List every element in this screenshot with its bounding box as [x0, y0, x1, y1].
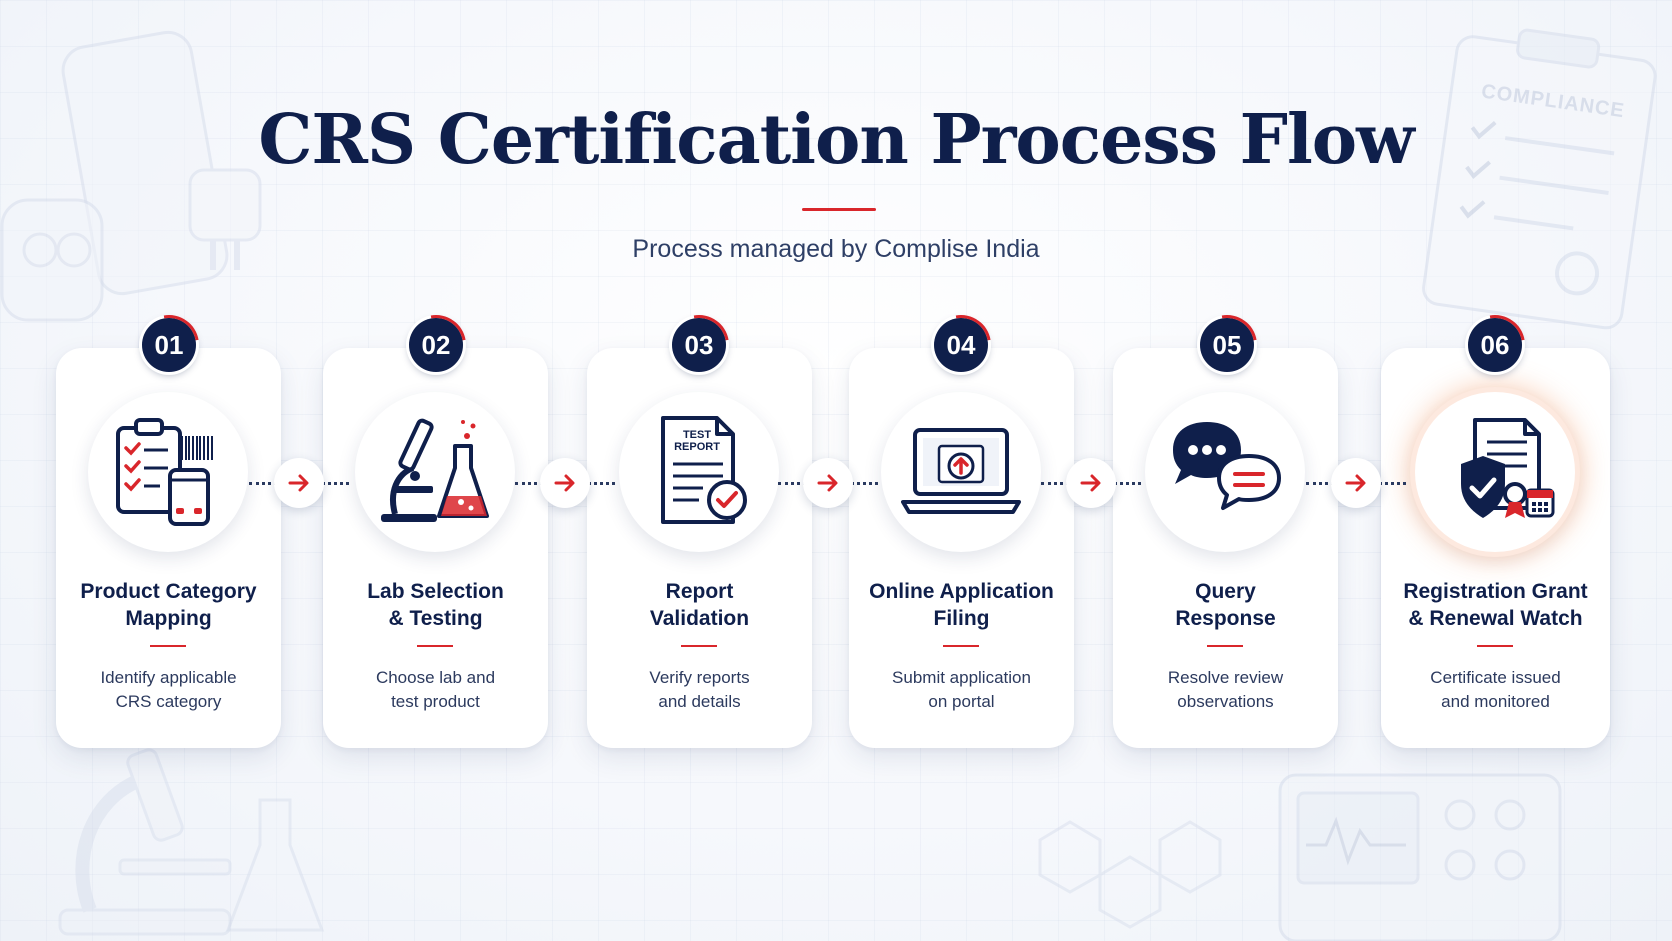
connector-2-3 [515, 455, 615, 511]
background-microscope-icon [58, 748, 232, 936]
step-5-number-badge: 05 [1200, 318, 1254, 372]
connector-circle [803, 458, 853, 508]
connector-1-2 [249, 455, 349, 511]
step-2-number-badge: 02 [409, 318, 463, 372]
step-6-divider [1477, 645, 1513, 647]
arrow-right-icon [1080, 474, 1101, 492]
step-6-icon-circle [1415, 392, 1575, 552]
step-4-description: Submit application on portal [892, 668, 1031, 711]
microscope-flask-icon [381, 418, 489, 522]
step-1-divider [150, 645, 186, 647]
step-2-description: Choose lab and test product [375, 668, 496, 711]
step-2-divider [417, 645, 453, 647]
connector-circle [1066, 458, 1116, 508]
step-1-icon-circle [88, 392, 248, 552]
arrow-right-icon [817, 474, 838, 492]
step-2-title: Lab Selection & Testing [367, 580, 504, 630]
step-6-title: Registration Grant & Renewal Watch [1403, 580, 1588, 630]
step-4-title: Online Application Filing [869, 580, 1054, 630]
connector-circle [274, 458, 324, 508]
step-3-divider [681, 645, 717, 647]
step-4-divider [943, 645, 979, 647]
step-1-description: Identify applicable CRS category [100, 668, 237, 711]
background-flask-icon [225, 798, 325, 932]
laptop-upload-icon [901, 428, 1021, 514]
connector-circle [1331, 458, 1381, 508]
connector-4-5 [1041, 455, 1141, 511]
connector-5-6 [1306, 455, 1406, 511]
page-subtitle: Process managed by Complise India [632, 235, 1040, 263]
step-5-divider [1207, 645, 1243, 647]
step-1-number-badge: 01 [142, 318, 196, 372]
step-6-number-badge: 06 [1468, 318, 1522, 372]
chat-bubbles-icon [1173, 422, 1281, 510]
arrow-right-icon [554, 474, 575, 492]
step-4-card: Online Application Filing Submit applica… [849, 348, 1074, 748]
title-underline [802, 208, 876, 211]
connector-3-4 [778, 455, 878, 511]
step-6-description: Certificate issued and monitored [1430, 668, 1561, 711]
step-5-card: Query Response Resolve review observatio… [1113, 348, 1338, 748]
step-5-icon-circle [1145, 392, 1305, 552]
clipboard-barcode-phone-icon [116, 418, 213, 526]
step-3-title: Report Validation [649, 580, 750, 630]
step-1-title: Product Category Mapping [80, 580, 257, 630]
connector-circle [540, 458, 590, 508]
arrow-right-icon [288, 474, 309, 492]
step-2-card: Lab Selection & Testing Choose lab and t… [323, 348, 548, 748]
certificate-shield-calendar-icon [1461, 418, 1555, 518]
step-3-number-badge: 03 [672, 318, 726, 372]
background-molecule-icon [1038, 820, 1222, 929]
step-1-card: Product Category Mapping Identify applic… [56, 348, 281, 748]
page-title: CRS Certification Process Flow [258, 100, 1414, 180]
test-report-label-line: REPORT [674, 441, 720, 453]
step-4-number-badge: 04 [934, 318, 988, 372]
step-6-card: Registration Grant & Renewal Watch Certi… [1381, 348, 1610, 748]
test-report-label-line: TEST [683, 429, 711, 441]
step-2-icon-circle [355, 392, 515, 552]
step-4-icon-circle [881, 392, 1041, 552]
step-5-title: Query Response [1175, 580, 1276, 630]
step-3-description: Verify reports and details [649, 668, 750, 711]
step-5-description: Resolve review observations [1167, 668, 1284, 711]
background-oscilloscope-icon [1278, 773, 1562, 941]
arrow-right-icon [1345, 474, 1366, 492]
